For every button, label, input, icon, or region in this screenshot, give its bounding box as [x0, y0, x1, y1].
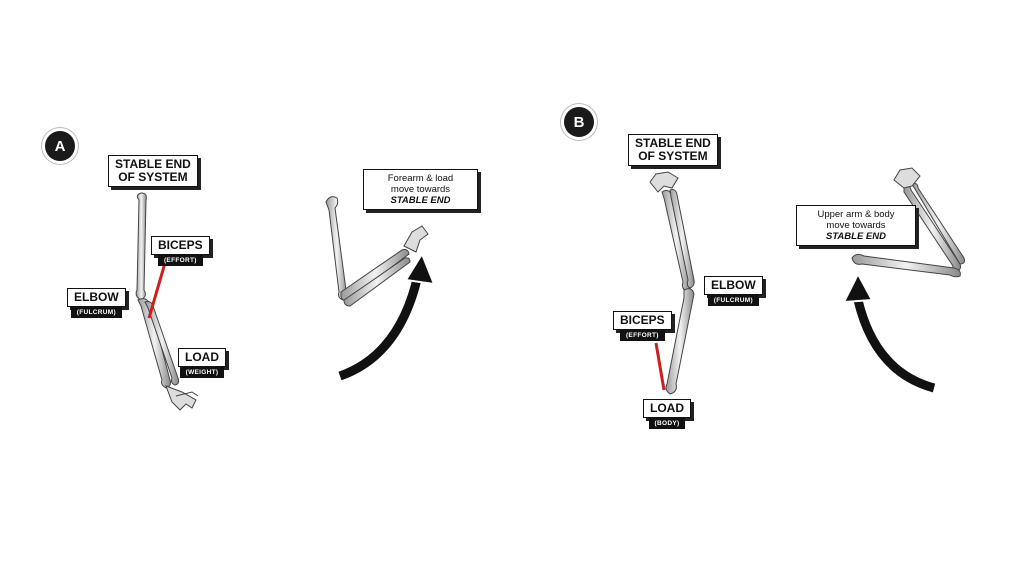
stable-end-line-1: STABLE END [115, 157, 191, 171]
biceps-label-a: BICEPS (EFFORT) [151, 236, 210, 266]
elbow-label-b: ELBOW (FULCRUM) [704, 276, 763, 306]
elbow-label-a: ELBOW (FULCRUM) [67, 288, 126, 318]
panel-a-badge: A [45, 131, 75, 161]
arm-a-hand [165, 385, 199, 411]
biceps-muscle-a [147, 262, 167, 319]
elbow-sub: (FULCRUM) [707, 295, 759, 306]
arm-a-bent-forearm [340, 249, 411, 307]
stable-end-label-b: STABLE END OF SYSTEM [628, 134, 718, 166]
note-a-line-1: Forearm & load [387, 173, 454, 184]
load-title: LOAD [643, 399, 691, 418]
arm-b-upper-bone [665, 288, 695, 395]
arrow-b [851, 298, 937, 395]
biceps-sub: (EFFORT) [157, 255, 203, 266]
note-b: Upper arm & body move towards STABLE END [796, 205, 916, 246]
arm-b-bent-upper-bone [851, 253, 961, 278]
note-a: Forearm & load move towards STABLE END [363, 169, 478, 210]
biceps-muscle-b [654, 342, 666, 391]
arm-a-forearm-bones [137, 298, 180, 389]
elbow-title: ELBOW [704, 276, 763, 295]
arm-b-forearm [661, 189, 695, 292]
panel-b-badge: B [564, 107, 594, 137]
biceps-title: BICEPS [613, 311, 672, 330]
load-label-b: LOAD (BODY) [643, 399, 691, 429]
biceps-sub: (EFFORT) [619, 330, 665, 341]
note-b-line-3: STABLE END [826, 231, 886, 242]
load-label-a: LOAD (WEIGHT) [178, 348, 226, 378]
note-a-line-2: move towards [390, 184, 451, 195]
arm-b-hand [649, 171, 679, 193]
load-sub: (WEIGHT) [179, 367, 225, 378]
arm-a-bent-upper-bone [325, 196, 348, 301]
elbow-title: ELBOW [67, 288, 126, 307]
arm-a-upper-bone [135, 192, 147, 301]
load-sub: (BODY) [648, 418, 686, 429]
biceps-title: BICEPS [151, 236, 210, 255]
elbow-sub: (FULCRUM) [70, 307, 122, 318]
stable-end-line-2: OF SYSTEM [118, 170, 188, 184]
biceps-label-b: BICEPS (EFFORT) [613, 311, 672, 341]
load-title: LOAD [178, 348, 226, 367]
arm-a-bent-hand [403, 225, 429, 253]
stable-end-label-a: STABLE END OF SYSTEM [108, 155, 198, 187]
stable-end-line-2: OF SYSTEM [638, 149, 708, 163]
note-a-line-3: STABLE END [390, 195, 451, 206]
arm-b-bent-hand [893, 167, 921, 189]
note-b-line-1: Upper arm & body [817, 209, 895, 220]
note-b-line-2: move towards [826, 220, 886, 231]
stable-end-line-1: STABLE END [635, 136, 711, 150]
